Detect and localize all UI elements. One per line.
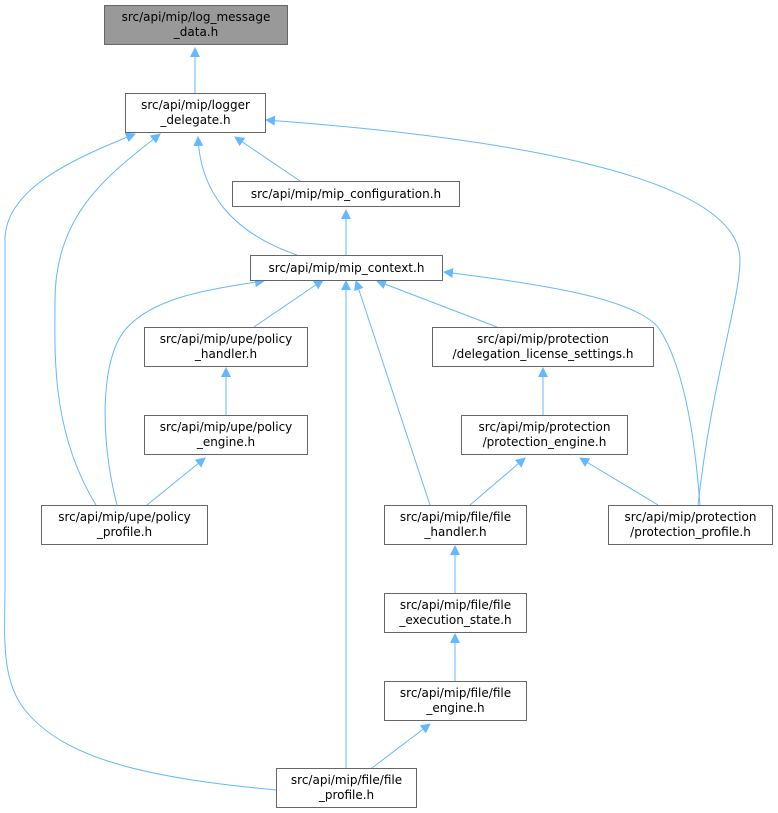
node-label: src/api/mip/protection	[624, 510, 757, 524]
node-policy-handler[interactable]: src/api/mip/upe/policy _handler.h	[144, 327, 308, 367]
node-label: _handler.h	[424, 525, 487, 539]
node-file-execution-state[interactable]: src/api/mip/file/file _execution_state.h	[384, 593, 527, 633]
node-file-handler[interactable]: src/api/mip/file/file _handler.h	[384, 505, 527, 545]
node-label: src/api/mip/file/file	[399, 686, 512, 700]
node-label: src/api/mip/protection	[477, 332, 609, 346]
node-label: _engine.h	[426, 701, 485, 715]
node-label: src/api/mip/mip_configuration.h	[250, 186, 442, 201]
node-label: _execution_state.h	[399, 613, 512, 627]
node-label: src/api/mip/file/file	[399, 598, 512, 612]
edge-policy-profile-to-engine	[146, 457, 206, 506]
edge-file-handler-to-context	[354, 280, 431, 506]
node-policy-profile[interactable]: src/api/mip/upe/policy _profile.h	[41, 505, 208, 545]
node-label: _data.h	[173, 25, 219, 39]
edge-delegation-to-context	[376, 279, 498, 328]
node-label: _handler.h	[194, 347, 258, 361]
node-label: _profile.h	[96, 525, 153, 539]
node-label: _delegate.h	[160, 113, 231, 127]
edge-protection-profile-to-protection-engine	[579, 457, 659, 506]
node-label: src/api/mip/file/file	[399, 510, 512, 524]
node-label: src/api/mip/logger	[141, 98, 250, 112]
edge-policy-profile-to-logger	[54, 133, 161, 506]
node-label: src/api/mip/upe/policy	[58, 510, 191, 524]
node-protection-profile[interactable]: src/api/mip/protection /protection_profi…	[608, 505, 773, 545]
node-label: src/api/mip/upe/policy	[159, 332, 293, 346]
node-label: _profile.h	[318, 788, 375, 802]
edge-context-to-logger	[193, 136, 298, 256]
node-delegation-license-settings[interactable]: src/api/mip/protection /delegation_licen…	[432, 327, 654, 367]
node-label: /protection_engine.h	[482, 435, 607, 449]
node-label: /protection_profile.h	[630, 525, 751, 539]
node-label: src/api/mip/log_message	[121, 10, 271, 24]
node-file-profile[interactable]: src/api/mip/file/file _profile.h	[276, 768, 417, 808]
edge-file-profile-to-logger	[4, 132, 277, 791]
node-label: src/api/mip/mip_context.h	[268, 260, 425, 275]
node-mip-configuration[interactable]: src/api/mip/mip_configuration.h	[232, 181, 460, 207]
node-label: _engine.h	[196, 435, 256, 449]
node-label: src/api/mip/protection	[478, 420, 611, 434]
edge-protection-profile-to-context	[443, 268, 701, 506]
node-file-engine[interactable]: src/api/mip/file/file _engine.h	[384, 681, 527, 721]
edge-file-profile-to-engine	[371, 723, 431, 769]
node-protection-engine[interactable]: src/api/mip/protection /protection_engin…	[461, 415, 628, 455]
node-label: /delegation_license_settings.h	[452, 347, 634, 361]
node-logger-delegate[interactable]: src/api/mip/logger _delegate.h	[125, 93, 266, 133]
edge-protection-profile-to-logger	[265, 115, 741, 506]
edge-file-handler-to-protection-engine	[469, 457, 526, 506]
node-label: src/api/mip/file/file	[290, 773, 403, 787]
node-log-message-data: src/api/mip/log_message _data.h	[104, 5, 288, 45]
edge-policy-handler-to-context	[253, 279, 324, 328]
node-policy-engine[interactable]: src/api/mip/upe/policy _engine.h	[144, 415, 308, 455]
edge-configuration-to-logger	[234, 136, 301, 182]
node-label: src/api/mip/upe/policy	[159, 420, 293, 434]
edge-policy-profile-to-context	[104, 277, 265, 506]
node-mip-context[interactable]: src/api/mip/mip_context.h	[250, 255, 443, 281]
